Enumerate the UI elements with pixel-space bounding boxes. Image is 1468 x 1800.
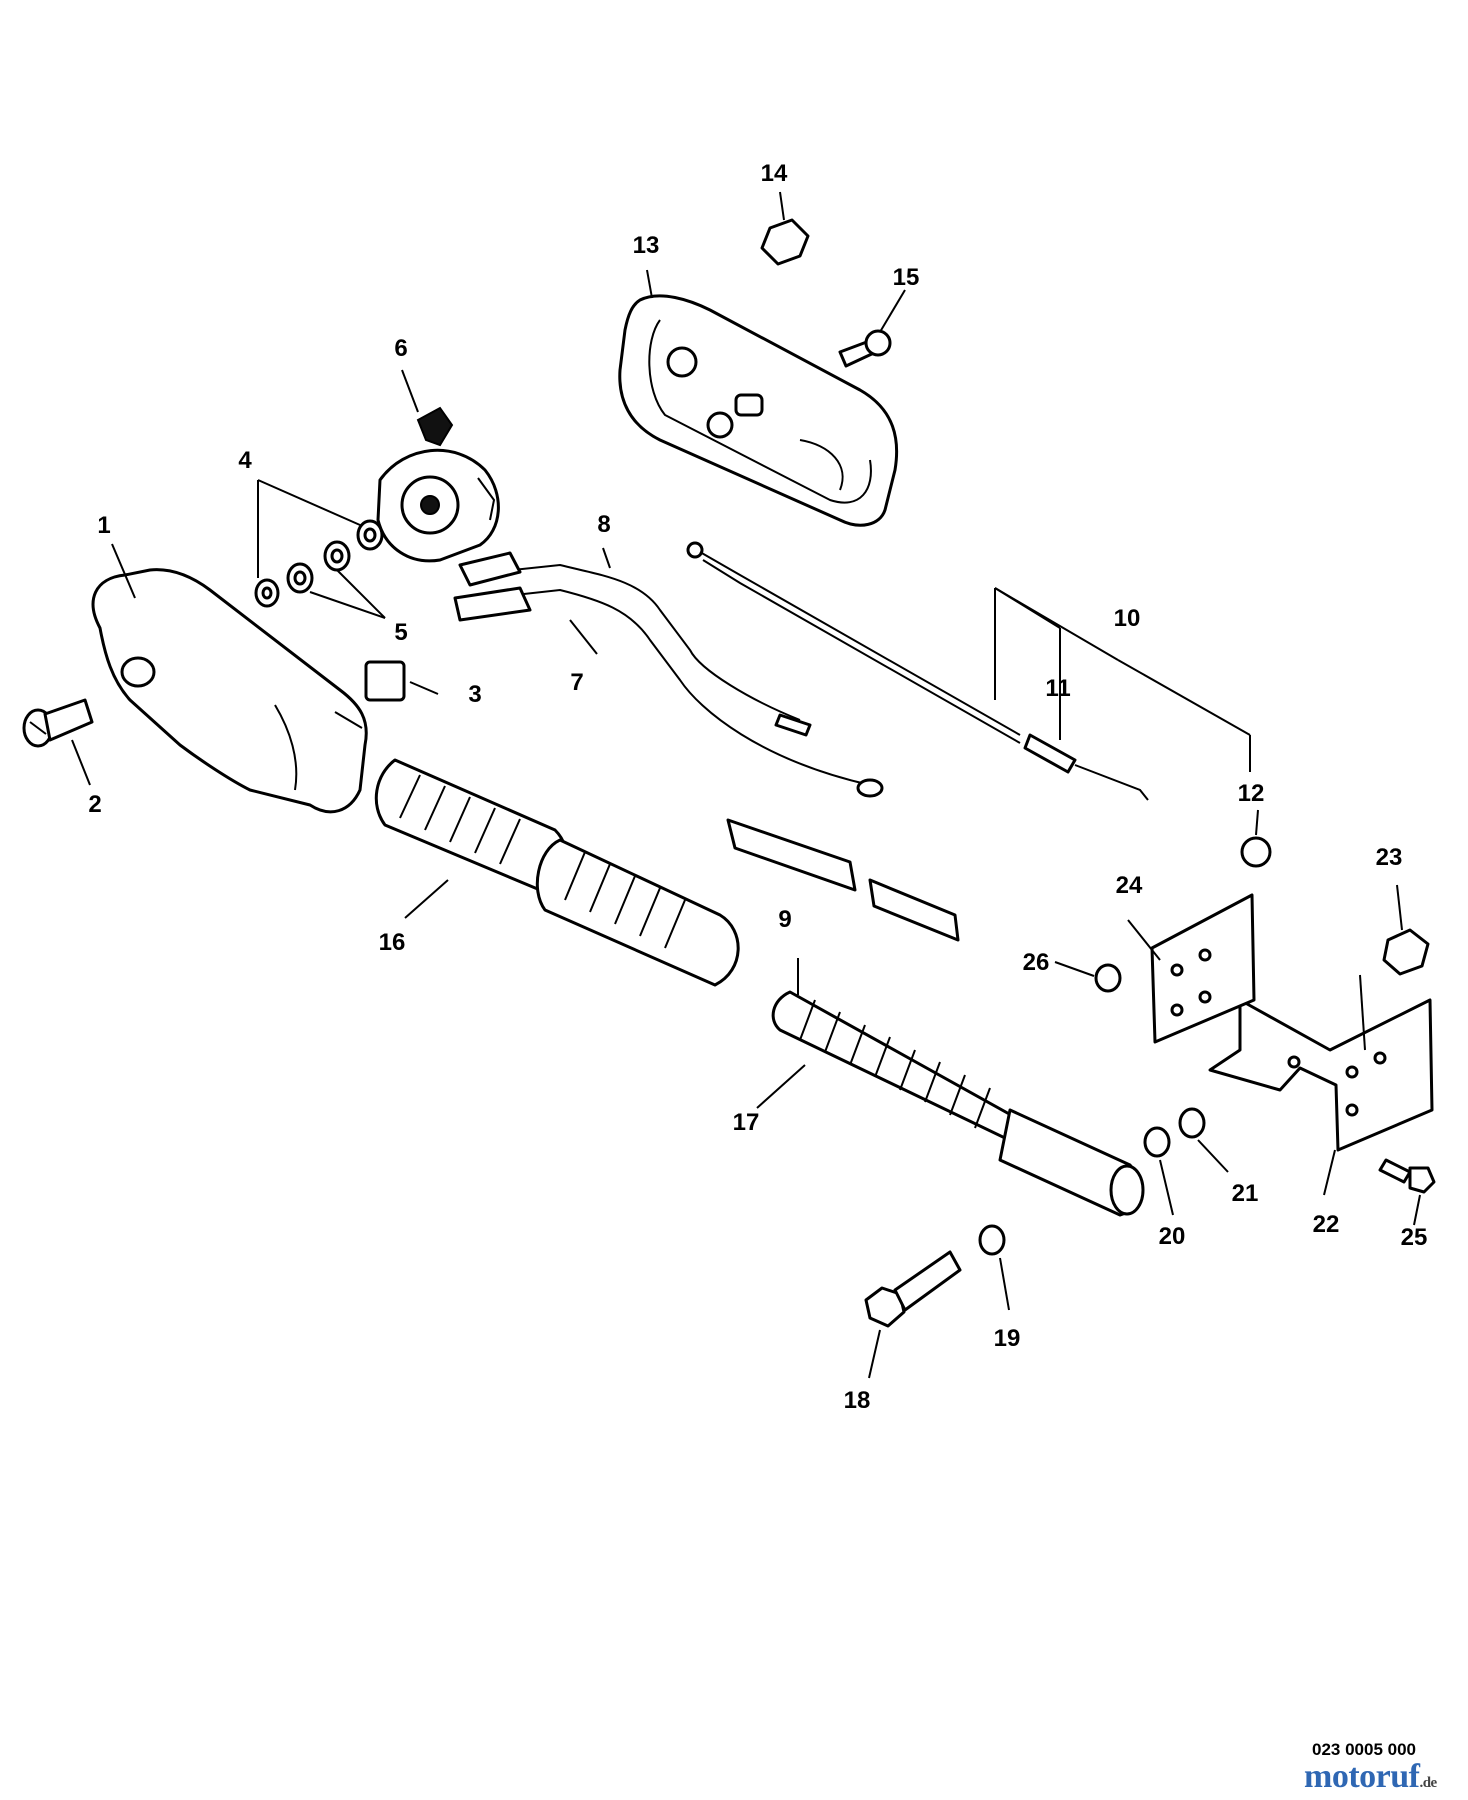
label-1: 1: [97, 512, 110, 539]
label-14: 14: [761, 160, 788, 187]
label-9: 9: [778, 906, 791, 933]
label-4: 4: [238, 447, 252, 474]
label-15: 15: [893, 264, 920, 291]
control-cable-part: [686, 541, 1149, 801]
label-22: 22: [1313, 1211, 1340, 1238]
control-dial-part: [376, 406, 500, 563]
label-19: 19: [994, 1325, 1021, 1352]
nut-part: [760, 218, 810, 266]
key-block-part: [364, 660, 406, 702]
label-6: 6: [394, 335, 407, 362]
screw-part: [22, 698, 94, 748]
label-3: 3: [468, 681, 481, 708]
label-25: 25: [1401, 1224, 1428, 1251]
washer-part: [1143, 1126, 1171, 1158]
label-2: 2: [88, 791, 101, 818]
bracket-part: [1208, 998, 1434, 1152]
label-13: 13: [633, 232, 660, 259]
washer-part: [1178, 1107, 1206, 1139]
watermark-name: motoruf: [1304, 1758, 1420, 1795]
nut-part: [1382, 928, 1430, 976]
label-23: 23: [1376, 844, 1403, 871]
insert-nut-part: [1094, 963, 1122, 993]
grip-insert-part: [726, 818, 960, 942]
watermark-logo: motoruf.de: [1304, 1758, 1437, 1796]
leader-lines: [71, 191, 1421, 1379]
label-17: 17: [733, 1109, 760, 1136]
spring-shaft-part: [771, 958, 1145, 1217]
washer-part: [978, 1224, 1006, 1256]
plate-part: [1150, 893, 1256, 1044]
ferrule-part: [1240, 836, 1272, 868]
item-labels: 1 2 3 4 5 6 7 8 9 10 11 12 13 14 15 16 1…: [88, 160, 1427, 1414]
label-16: 16: [379, 929, 406, 956]
label-12: 12: [1238, 780, 1265, 807]
label-10: 10: [1114, 605, 1141, 632]
label-5: 5: [394, 619, 407, 646]
label-20: 20: [1159, 1223, 1186, 1250]
bolt-part: [1378, 1158, 1436, 1194]
bellows-part: [374, 758, 740, 987]
label-26: 26: [1023, 949, 1050, 976]
watermark-tld: .de: [1419, 1775, 1437, 1791]
drawing-number: 023 0005 000: [1312, 1740, 1416, 1759]
wire-harness-part: [453, 551, 884, 798]
housing-cover-part: [618, 294, 899, 527]
handle-body-part: [91, 568, 368, 814]
screw-part: [838, 329, 892, 368]
label-24: 24: [1116, 872, 1143, 899]
label-11: 11: [1045, 675, 1070, 702]
label-21: 21: [1232, 1180, 1259, 1207]
shoulder-bolt-part: [864, 1250, 962, 1328]
label-18: 18: [844, 1387, 871, 1414]
label-8: 8: [597, 511, 610, 538]
label-7: 7: [570, 669, 583, 696]
washers-part: [254, 519, 384, 608]
